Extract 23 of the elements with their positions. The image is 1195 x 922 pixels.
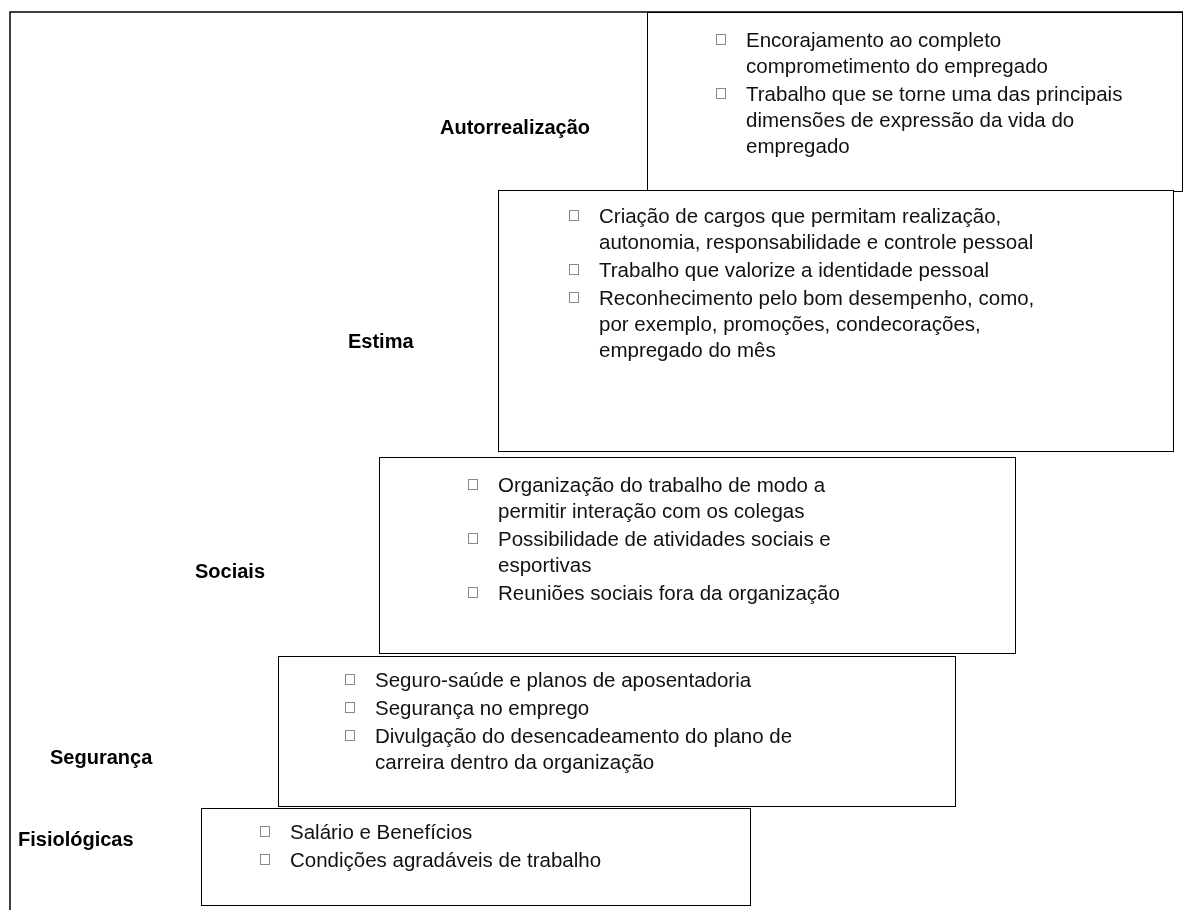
bullet-item: Trabalho que se torne uma das principais dimensões de expressão da vida do empregado	[698, 81, 1126, 159]
level-box	[379, 457, 1016, 654]
level-box	[201, 808, 751, 906]
level-label: Fisiológicas	[18, 828, 134, 851]
level-label: Estima	[348, 330, 414, 353]
bullet-item: Condições agradáveis de trabalho	[242, 847, 738, 873]
level-label: Segurança	[50, 746, 153, 769]
bullet-item: Divulgação do desencadeamento do plano de carreira dentro da organização	[327, 723, 795, 775]
bullet-item: Organização do trabalho de modo a permitir interação com os colegas	[450, 472, 888, 524]
bullet-item: Encorajamento ao completo comprometimento do empregado	[698, 27, 1126, 79]
bullet-item: Criação de cargos que permitam realização, autonomia, responsabilidade e controle pessoal	[551, 203, 1069, 255]
level-label: Sociais	[195, 560, 266, 583]
bullet-item: Reuniões sociais fora da organização	[450, 580, 888, 606]
bullet-item: Salário e Benefícios	[242, 819, 738, 845]
level-box	[278, 656, 956, 807]
level-box	[498, 190, 1174, 452]
bullet-item: Seguro-saúde e planos de aposentadoria	[327, 667, 795, 693]
bullet-item: Possibilidade de atividades sociais e esportivas	[450, 526, 888, 578]
level-box	[647, 12, 1183, 192]
level-label: Autorrealização	[440, 116, 591, 139]
bullet-item: Segurança no emprego	[327, 695, 795, 721]
bullet-item: Trabalho que valorize a identidade pessoal	[551, 257, 1069, 283]
bullet-item: Reconhecimento pelo bom desempenho, como, por exemplo, promoções, condecorações, empregado do mês	[551, 285, 1069, 363]
